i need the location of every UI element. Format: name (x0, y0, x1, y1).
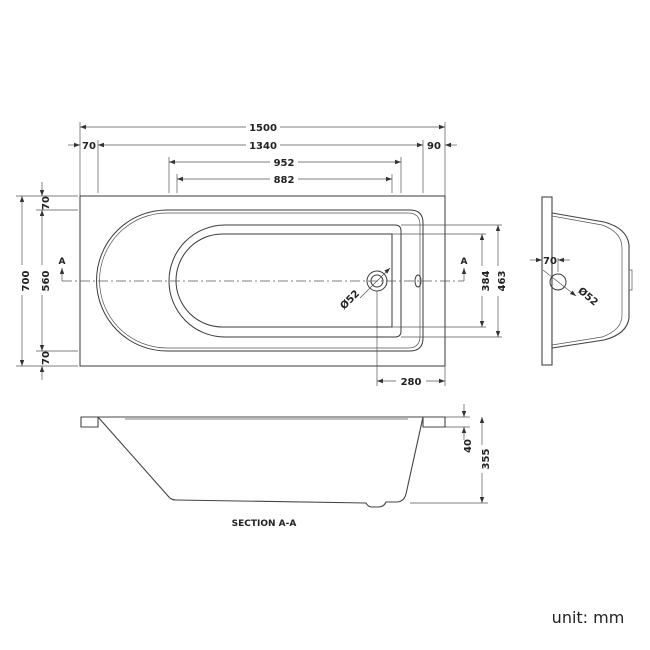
rim-inner-edge-2 (99, 212, 421, 349)
dim-waste-diameter: Ø52 (338, 288, 362, 312)
dim-overall-width: 700 (21, 271, 32, 292)
dim-left-rim: 70 (82, 141, 96, 152)
overflow-hole-icon (549, 273, 567, 291)
dim-overflow-offset: 70 (543, 256, 557, 267)
section-marker-right: A (461, 257, 468, 267)
dim-base-length-outer: 952 (274, 158, 295, 169)
section-title: SECTION A-A (232, 519, 297, 529)
dim-waste-offset: 280 (401, 377, 422, 388)
end-view: 70 Ø52 (530, 196, 633, 366)
dim-overall-length: 1500 (249, 123, 277, 134)
top-view: A A 1500 70 1340 90 952 882 700 (15, 120, 508, 388)
dim-top-rim: 70 (41, 196, 52, 210)
dim-base-width-inner: 384 (481, 271, 492, 292)
dim-bottom-rim: 70 (41, 351, 52, 365)
dim-rim-height: 40 (463, 439, 474, 453)
dim-base-width-outer: 463 (497, 271, 508, 292)
dim-base-length-inner: 882 (274, 175, 295, 186)
base-outer-edge (168, 224, 402, 338)
rim-left (80, 416, 99, 428)
bath-section-profile (96, 416, 424, 508)
dim-depth: 355 (481, 449, 492, 470)
rim-inner-edge (96, 209, 424, 352)
dim-inner-width: 560 (41, 271, 52, 292)
dim-inner-length: 1340 (249, 141, 277, 152)
end-profile (551, 212, 630, 349)
overflow-icon (414, 274, 422, 288)
unit-label: unit: mm (552, 608, 625, 627)
section-view: 40 355 SECTION A-A (80, 404, 492, 529)
base-inner-edge (175, 233, 393, 328)
section-marker-left: A (59, 257, 66, 267)
dim-right-rim: 90 (427, 141, 441, 152)
